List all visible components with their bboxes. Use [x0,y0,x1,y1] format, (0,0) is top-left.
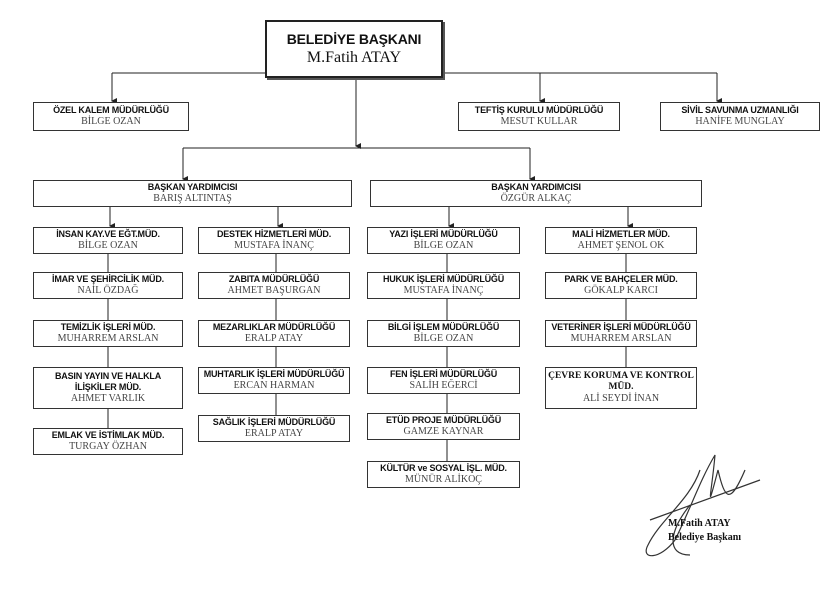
unit-title: TEMİZLİK İŞLERİ MÜD. [60,322,156,333]
unit-title: BAŞKAN YARDIMCISI [147,182,238,193]
unit-title: FEN İŞLERİ MÜDÜRLÜĞÜ [390,369,497,380]
unit-title: İMAR VE ŞEHİRCİLİK MÜD. [52,274,164,285]
unit-title: TEFTİŞ KURULU MÜDÜRLÜĞÜ [474,105,604,116]
unit-title: BAŞKAN YARDIMCISI [491,182,581,193]
unit-title: İNSAN KAY.VE EĞT.MÜD. [56,229,160,240]
unit-title: ÇEVRE KORUMA VE KONTROL MÜD. [548,370,694,392]
person-name: M.Fatih ATAY [306,48,402,66]
unit-title: DESTEK HİZMETLERİ MÜD. [216,229,332,240]
person-name: SALİH EĞERCİ [409,379,478,391]
directorate-box: KÜLTÜR ve SOSYAL İŞL. MÜD.MÜNÜR ALİKOÇ [367,461,520,488]
directorate-box: TEMİZLİK İŞLERİ MÜD.MUHARREM ARSLAN [33,320,183,347]
unit-title: BELEDİYE BAŞKANI [286,31,422,47]
unit-title: YAZI İŞLERİ MÜDÜRLÜĞÜ [389,229,498,240]
person-name: MUSTAFA İNANÇ [234,239,314,251]
signature-name: M.Fatih ATAY [668,518,731,529]
unit-title: HUKUK İŞLERİ MÜDÜRLÜĞÜ [382,274,505,285]
person-name: TURGAY ÖZHAN [69,440,147,452]
unit-title: ETÜD PROJE MÜDÜRLÜĞÜ [385,415,501,426]
unit-title: MUHTARLIK İŞLERİ MÜDÜRLÜĞÜ [203,369,345,380]
person-name: BİLGE OZAN [413,239,474,251]
signature-scribble [645,454,761,557]
person-name: AHMET VARLIK [70,392,146,404]
person-name: MUSTAFA İNANÇ [403,284,484,296]
person-name: BİLGE OZAN [413,332,474,344]
unit-title: SİVİL SAVUNMA UZMANLIĞI [681,105,799,116]
directorate-box: PARK VE BAHÇELER MÜD.GÖKALP KARCI [545,272,697,299]
unit-title: SAĞLIK İŞLERİ MÜDÜRLÜĞÜ [212,417,336,428]
unit-title: EMLAK VE İSTİMLAK MÜD. [51,430,165,441]
unit-title: VETERİNER İŞLERİ MÜDÜRLÜĞÜ [551,322,691,333]
person-name: GÖKALP KARCI [584,284,658,296]
person-name: MESUT KULLAR [500,115,578,127]
unit-title: BİLGİ İŞLEM MÜDÜRLÜĞÜ [387,322,500,333]
directorate-box: DESTEK HİZMETLERİ MÜD.MUSTAFA İNANÇ [198,227,350,254]
person-name: AHMET ŞENOL OK [577,239,665,251]
person-name: BİLGE OZAN [81,115,141,127]
person-name: NAİL ÖZDAĞ [77,284,139,296]
directorate-box: MALİ HİZMETLER MÜD.AHMET ŞENOL OK [545,227,697,254]
directorate-box: BASIN YAYIN VE HALKLA İLİŞKİLER MÜD.AHME… [33,367,183,409]
person-name: ERCAN HARMAN [233,379,315,391]
signature-block: M.Fatih ATAY Belediye Başkanı [668,517,741,544]
person-name: MÜNÜR ALİKOÇ [405,473,482,485]
unit-title: KÜLTÜR ve SOSYAL İŞL. MÜD. [380,463,507,474]
person-name: HANİFE MUNGLAY [695,115,785,127]
directorate-box: EMLAK VE İSTİMLAK MÜD.TURGAY ÖZHAN [33,428,183,455]
person-name: MUHARREM ARSLAN [570,332,672,344]
unit-title: ZABITA MÜDÜRLÜĞÜ [228,274,320,285]
unit-title: MEZARLIKLAR MÜDÜRLÜĞÜ [212,322,336,333]
unit-title: BASIN YAYIN VE HALKLA İLİŞKİLER MÜD. [55,371,161,392]
unit-title: MALİ HİZMETLER MÜD. [572,229,670,240]
directorate-box: ÇEVRE KORUMA VE KONTROL MÜD.ALİ SEYDİ İN… [545,367,697,409]
person-name: GAMZE KAYNAR [403,425,484,437]
person-name: ERALP ATAY [244,427,304,439]
person-name: ERALP ATAY [244,332,304,344]
person-name: ÖZGÜR ALKAÇ [500,192,572,204]
unit-title: PARK VE BAHÇELER MÜD. [564,274,678,285]
directorate-box: İNSAN KAY.VE EĞT.MÜD.BİLGE OZAN [33,227,183,254]
person-name: ALİ SEYDİ İNAN [582,393,660,405]
signature-title: Belediye Başkanı [668,531,742,543]
unit-title: ÖZEL KALEM MÜDÜRLÜĞÜ [53,105,169,116]
directorate-box: İMAR VE ŞEHİRCİLİK MÜD.NAİL ÖZDAĞ [33,272,183,299]
person-name: AHMET BAŞURGAN [227,284,321,296]
person-name: BİLGE OZAN [78,239,138,251]
person-name: BARIŞ ALTINTAŞ [153,192,232,204]
person-name: MUHARREM ARSLAN [57,332,159,344]
